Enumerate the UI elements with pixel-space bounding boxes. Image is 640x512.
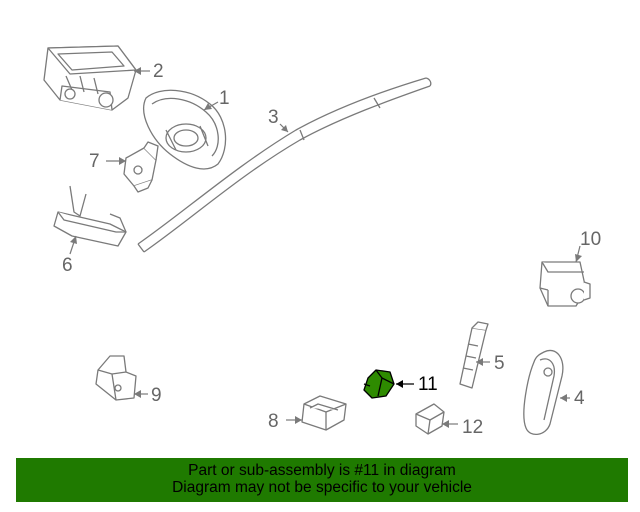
callout-10[interactable]: 10 <box>580 229 602 250</box>
callout-9[interactable]: 9 <box>151 385 162 406</box>
leader-9 <box>134 390 148 398</box>
part-5-sensor-strip[interactable] <box>459 321 489 389</box>
callout-1[interactable]: 1 <box>219 88 230 109</box>
callout-11[interactable]: 11 <box>418 374 438 395</box>
leader-4 <box>560 394 570 402</box>
callout-7[interactable]: 7 <box>89 151 100 172</box>
part-7-sensor[interactable] <box>123 141 159 193</box>
part-12-clip[interactable] <box>415 403 445 435</box>
callout-5[interactable]: 5 <box>494 353 505 374</box>
callout-8[interactable]: 8 <box>268 411 279 432</box>
banner-line-2: Diagram may not be specific to your vehi… <box>172 479 472 496</box>
callout-2[interactable]: 2 <box>153 61 164 82</box>
part-3-curtain-airbag[interactable] <box>137 77 432 253</box>
banner-line-1: Part or sub-assembly is #11 in diagram <box>188 462 456 479</box>
callout-6[interactable]: 6 <box>62 255 73 276</box>
leader-3 <box>279 123 289 133</box>
info-banner: Part or sub-assembly is #11 in diagram D… <box>16 458 628 502</box>
part-8-module[interactable] <box>301 395 347 431</box>
leader-1 <box>203 101 219 111</box>
part-4-side-airbag[interactable] <box>523 349 564 435</box>
leader-8 <box>286 416 302 424</box>
part-10-module[interactable] <box>539 261 591 307</box>
callout-12[interactable]: 12 <box>462 417 484 438</box>
leader-6 <box>69 235 77 255</box>
part-9-bracket[interactable] <box>95 355 137 401</box>
parts-diagram <box>43 45 591 435</box>
leader-7 <box>106 157 126 165</box>
leader-12 <box>442 420 458 428</box>
part-6-bracket[interactable] <box>53 185 127 247</box>
callout-3[interactable]: 3 <box>268 107 279 128</box>
leader-11 <box>396 380 414 388</box>
leader-5 <box>476 358 490 366</box>
callout-4[interactable]: 4 <box>574 388 585 409</box>
leader-2 <box>134 67 150 75</box>
leader-10 <box>575 245 582 263</box>
part-2-passenger-airbag[interactable] <box>43 45 137 111</box>
part-11-highlighted-sensor[interactable] <box>363 369 395 399</box>
